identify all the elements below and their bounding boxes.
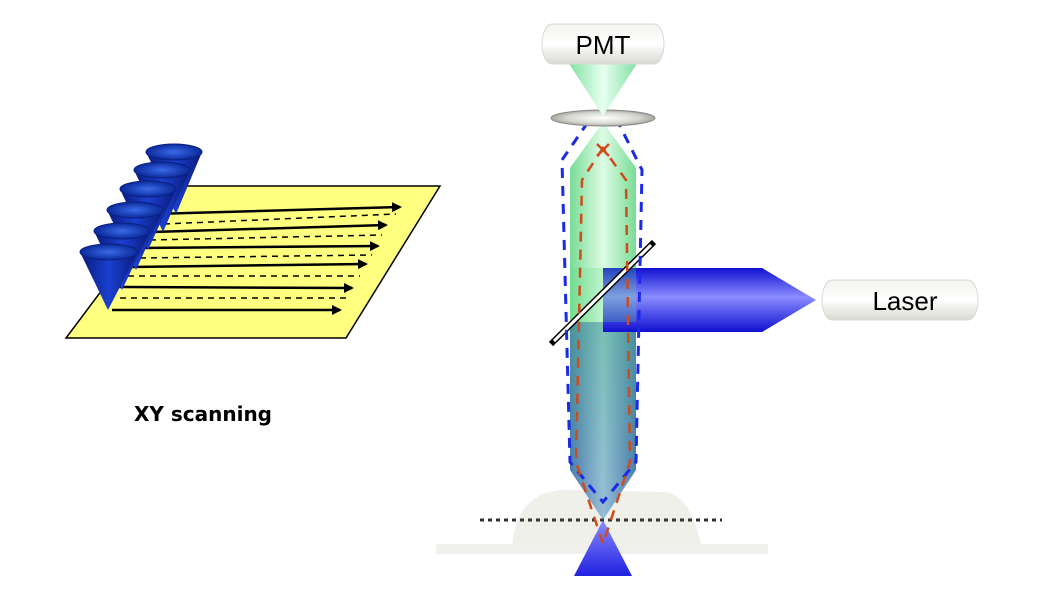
pinhole-marker xyxy=(596,143,610,157)
excitation-outline xyxy=(560,121,644,505)
focused-excitation-cone xyxy=(574,520,632,576)
scanning-cones xyxy=(79,143,203,310)
sample-specimen xyxy=(512,490,702,548)
pmt-label: PMT xyxy=(576,30,631,60)
xy-scanning-illustration xyxy=(64,143,442,339)
scanning-caption: XY scanning xyxy=(133,402,272,426)
lower-emission-overlay xyxy=(570,322,636,520)
pmt-detection-cone xyxy=(568,62,638,116)
scan-retrace-path xyxy=(120,213,397,299)
confocal-setup: PMT Laser xyxy=(436,23,979,576)
laser-label: Laser xyxy=(872,286,937,316)
scan-cone xyxy=(79,243,139,310)
scan-path xyxy=(112,202,402,315)
emission-outline xyxy=(574,145,632,548)
pmt-detector: PMT xyxy=(541,23,665,65)
laser-beam xyxy=(603,268,816,332)
laser-source: Laser xyxy=(821,279,979,321)
